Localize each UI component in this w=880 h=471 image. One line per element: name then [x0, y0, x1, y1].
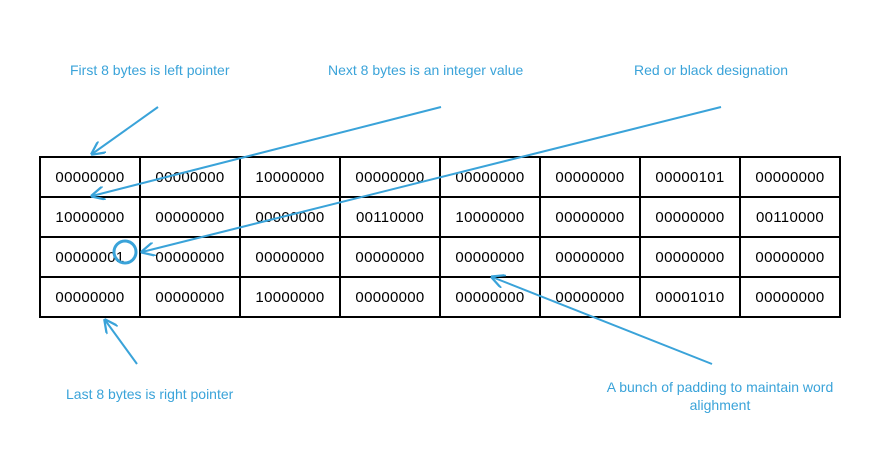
byte-cell: 10000000 — [39, 196, 141, 238]
byte-cell: 00000000 — [39, 156, 141, 198]
byte-cell: 00000000 — [239, 236, 341, 278]
byte-cell: 00000000 — [39, 276, 141, 318]
byte-cell: 00000001 — [39, 236, 141, 278]
byte-table: 00000000 00000000 10000000 00000000 0000… — [39, 156, 841, 318]
byte-cell: 00001010 — [639, 276, 741, 318]
byte-row: 00000000 00000000 10000000 00000000 0000… — [39, 156, 841, 198]
byte-row: 00000000 00000000 10000000 00000000 0000… — [39, 276, 841, 318]
byte-cell: 00000000 — [339, 156, 441, 198]
byte-cell: 00000000 — [639, 196, 741, 238]
padding-label: A bunch of padding to maintain word alig… — [606, 379, 834, 413]
byte-cell: 00000000 — [539, 156, 641, 198]
byte-cell: 00000000 — [139, 196, 241, 238]
byte-cell: 00000000 — [539, 196, 641, 238]
byte-cell: 00110000 — [339, 196, 441, 238]
byte-cell: 00000000 — [139, 156, 241, 198]
byte-cell: 00000000 — [739, 156, 841, 198]
byte-cell: 00000000 — [539, 236, 641, 278]
byte-cell: 10000000 — [439, 196, 541, 238]
byte-row: 00000001 00000000 00000000 00000000 0000… — [39, 236, 841, 278]
integer-value-label: Next 8 bytes is an integer value — [328, 62, 524, 78]
byte-cell: 00000000 — [339, 236, 441, 278]
byte-cell: 00000000 — [239, 196, 341, 238]
byte-cell: 00000000 — [439, 236, 541, 278]
byte-cell: 00000000 — [639, 236, 741, 278]
byte-cell: 00000000 — [739, 236, 841, 278]
byte-cell: 00000000 — [739, 276, 841, 318]
byte-cell: 00000000 — [139, 276, 241, 318]
byte-cell: 00000000 — [439, 156, 541, 198]
byte-cell: 00110000 — [739, 196, 841, 238]
byte-row: 10000000 00000000 00000000 00110000 1000… — [39, 196, 841, 238]
right-pointer-arrow — [105, 320, 138, 365]
byte-cell: 00000000 — [139, 236, 241, 278]
byte-cell: 00000000 — [439, 276, 541, 318]
red-black-label: Red or black designation — [634, 62, 789, 78]
byte-cell: 10000000 — [239, 156, 341, 198]
left-pointer-arrow — [92, 106, 159, 154]
byte-cell: 00000000 — [539, 276, 641, 318]
byte-cell: 00000000 — [339, 276, 441, 318]
byte-cell: 10000000 — [239, 276, 341, 318]
right-pointer-label: Last 8 bytes is right pointer — [66, 386, 234, 402]
byte-cell: 00000101 — [639, 156, 741, 198]
left-pointer-label: First 8 bytes is left pointer — [70, 62, 230, 78]
